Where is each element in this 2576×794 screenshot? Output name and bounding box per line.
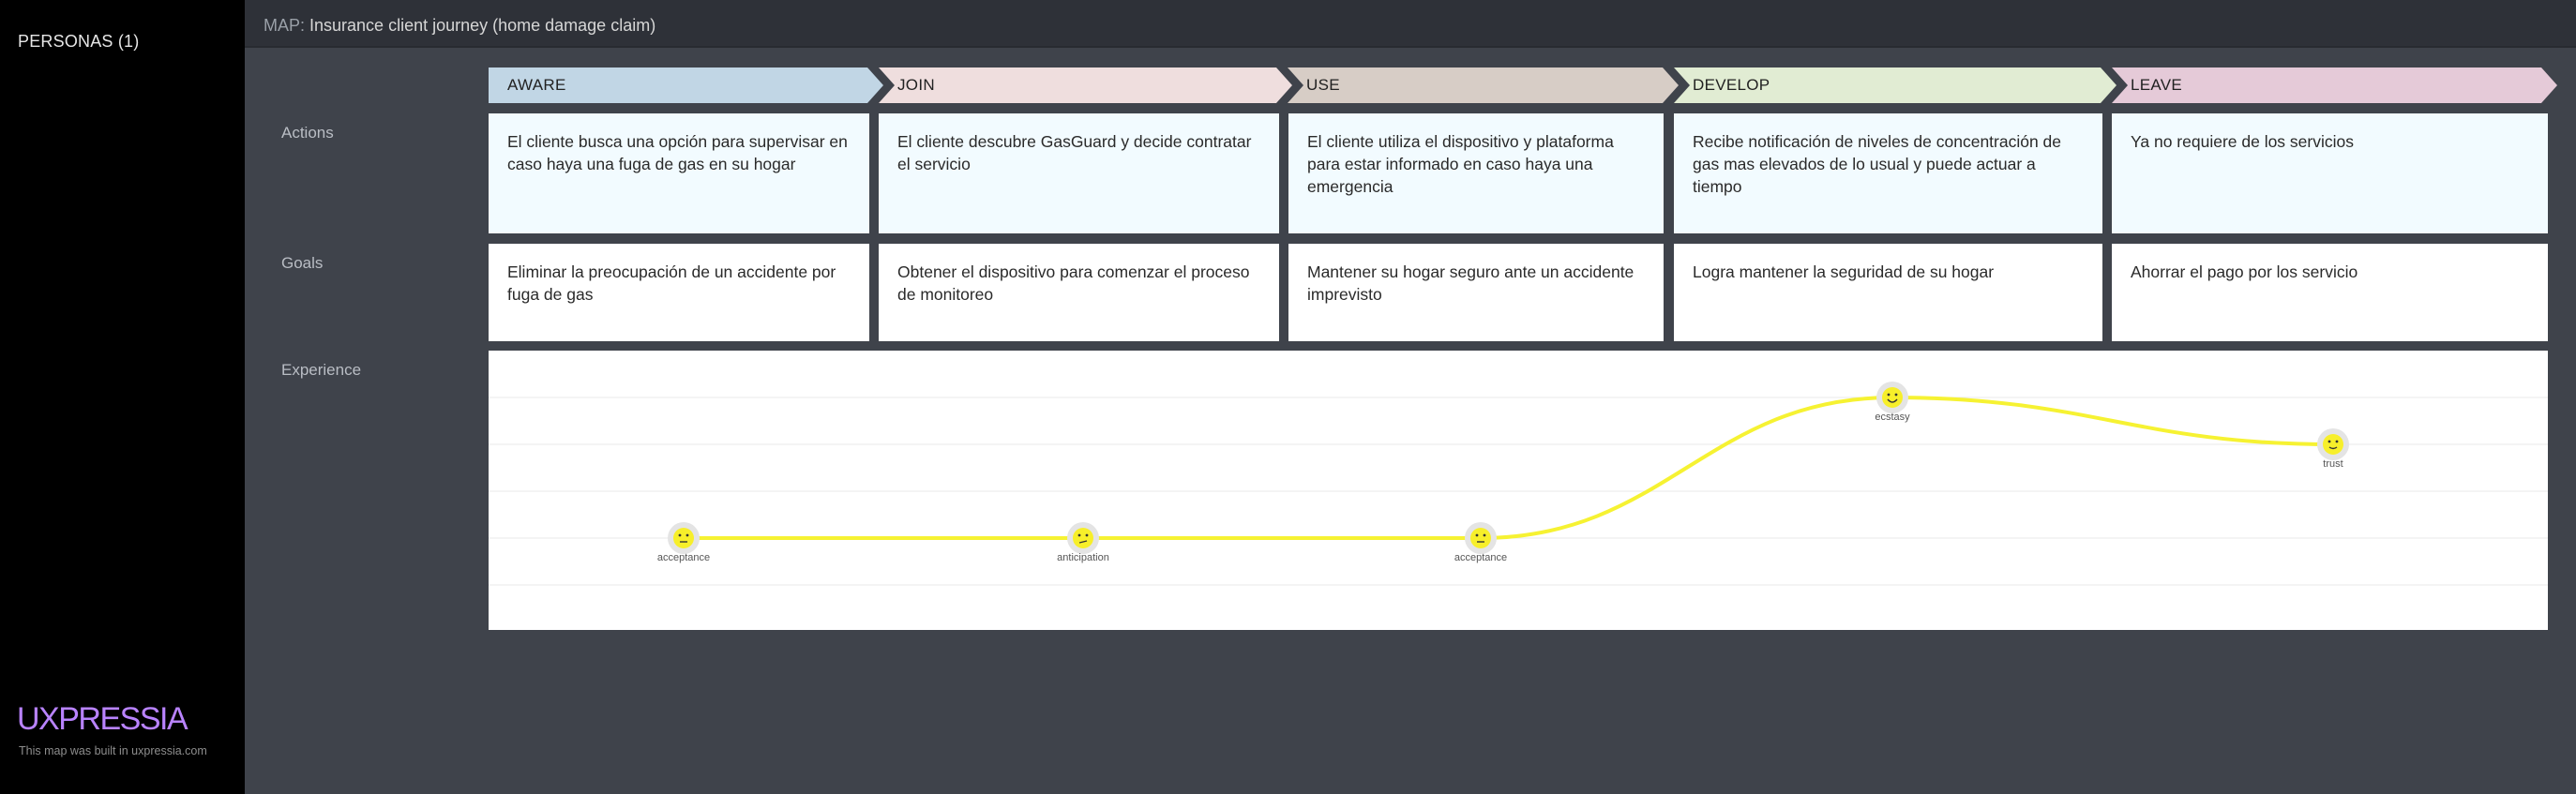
stage-use-label: USE xyxy=(1306,76,1340,94)
goal-card-leave[interactable]: Ahorrar el pago por los servicio xyxy=(2112,244,2548,341)
stage-aware-label: AWARE xyxy=(507,76,566,94)
map-prefix: MAP: xyxy=(264,16,306,35)
emotion-point-acceptance[interactable]: acceptance xyxy=(657,522,710,563)
map-name: Insurance client journey (home damage cl… xyxy=(305,16,656,35)
stage-leave-label: LEAVE xyxy=(2131,76,2183,94)
goal-card-develop[interactable]: Logra mantener la seguridad de su hogar xyxy=(1674,244,2102,341)
row-label-experience: Experience xyxy=(281,361,362,379)
action-card-use[interactable]: El cliente utiliza el dispositivo y plat… xyxy=(1288,113,1664,233)
emotion-point-ecstasy[interactable]: ecstasy xyxy=(1875,382,1910,423)
emoji-mouth xyxy=(1078,540,1088,544)
map-title[interactable]: MAP: Insurance client journey (home dama… xyxy=(264,16,655,36)
emotion-point-acceptance[interactable]: acceptance xyxy=(1454,522,1507,563)
emotion-point-trust[interactable]: trust xyxy=(2317,428,2349,470)
stage-develop[interactable]: DEVELOP xyxy=(1674,67,2117,103)
emoji-eye xyxy=(1887,393,1891,397)
map-header: MAP: Insurance client journey (home dama… xyxy=(245,0,2576,48)
emoji-eye xyxy=(1475,533,1479,537)
personas-link[interactable]: PERSONAS (1) xyxy=(18,32,140,51)
emoji-face-icon xyxy=(1470,528,1491,548)
emotion-label: ecstasy xyxy=(1875,412,1910,423)
emoji-eye xyxy=(1894,393,1898,397)
stage-use[interactable]: USE xyxy=(1288,67,1679,103)
emoji-mouth xyxy=(2328,446,2338,450)
experience-points: acceptance anticipation acceptance ecstasy t… xyxy=(657,382,2349,563)
stage-develop-label: DEVELOP xyxy=(1693,76,1770,94)
emotion-label: trust xyxy=(2323,458,2343,470)
emoji-eye xyxy=(685,533,689,537)
experience-chart: acceptance anticipation acceptance ecstasy t… xyxy=(489,382,2548,586)
action-card-aware[interactable]: El cliente busca una opción para supervi… xyxy=(489,113,869,233)
emoji-eye xyxy=(678,533,682,537)
emoji-eye xyxy=(1085,533,1089,537)
sidebar: PERSONAS (1) UXPRESSIA This map was buil… xyxy=(0,0,245,794)
built-with-text: This map was built in uxpressia.com xyxy=(19,744,207,757)
emotion-label: anticipation xyxy=(1057,552,1109,563)
emoji-face-icon xyxy=(1882,387,1903,408)
emotion-point-anticipation[interactable]: anticipation xyxy=(1057,522,1109,563)
experience-panel[interactable]: acceptance anticipation acceptance ecstasy t… xyxy=(489,351,2548,630)
emoji-mouth xyxy=(1887,398,1898,403)
stage-aware[interactable]: AWARE xyxy=(489,67,883,103)
emotion-label: acceptance xyxy=(657,552,710,563)
goal-card-aware[interactable]: Eliminar la preocupación de un accidente… xyxy=(489,244,869,341)
goal-card-join[interactable]: Obtener el dispositivo para comenzar el … xyxy=(879,244,1279,341)
emoji-eye xyxy=(2327,440,2331,443)
row-label-goals: Goals xyxy=(281,254,324,272)
emoji-eye xyxy=(2335,440,2339,443)
emoji-eye xyxy=(1483,533,1486,537)
action-card-develop[interactable]: Recibe notificación de niveles de concen… xyxy=(1674,113,2102,233)
stage-join[interactable]: JOIN xyxy=(879,67,1292,103)
row-label-actions: Actions xyxy=(281,124,334,142)
action-card-leave[interactable]: Ya no requiere de los servicios xyxy=(2112,113,2548,233)
goal-card-use[interactable]: Mantener su hogar seguro ante un acciden… xyxy=(1288,244,1664,341)
emoji-face-icon xyxy=(673,528,694,548)
emoji-eye xyxy=(1077,533,1081,537)
experience-curve xyxy=(684,395,2334,540)
emoji-face-icon xyxy=(1073,528,1093,548)
action-card-join[interactable]: El cliente descubre GasGuard y decide co… xyxy=(879,113,1279,233)
experience-gridlines xyxy=(489,397,2548,586)
emotion-label: acceptance xyxy=(1454,552,1507,563)
stage-join-label: JOIN xyxy=(897,76,935,94)
uxpressia-logo[interactable]: UXPRESSIA xyxy=(17,701,188,737)
emoji-face-icon xyxy=(2323,434,2343,455)
stage-leave[interactable]: LEAVE xyxy=(2112,67,2557,103)
